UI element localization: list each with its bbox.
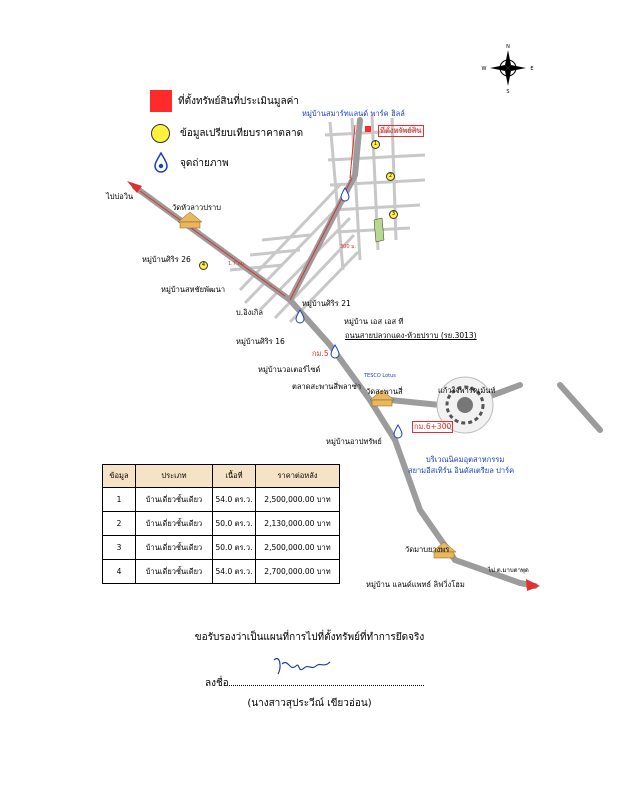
- label-water: หมู่บ้านวอเตอร์ไซด์: [258, 365, 321, 374]
- cell: 54.0 ตร.ว.: [212, 559, 256, 584]
- label-es: หมู่บ้าน เอส เอส ที: [344, 317, 404, 326]
- temple-icons: [177, 211, 457, 559]
- label-road-name: ถนนสายปลวกแดง-ห้วยปราบ (รย.3013): [345, 331, 477, 340]
- label-industrial-2: สยามอีสเทิร์น อินดัสเตรียล ปาร์ค: [408, 466, 515, 475]
- cell: 50.0 ตร.ว.: [212, 511, 256, 536]
- label-sirin-21: หมู่บ้านศิริร 21: [302, 299, 351, 308]
- industrial-estate-logo: [436, 376, 494, 434]
- cell: 2,700,000.00 บาท: [255, 559, 340, 584]
- label-land: หมู่บ้าน แลนด์แพทธ์ ลิฟวิ่งโฮม: [366, 580, 465, 589]
- cell: 4: [102, 559, 136, 584]
- label-dist-17: 1.7 กม.: [228, 261, 246, 267]
- table-row: 2 บ้านเดี่ยวชั้นเดียว 50.0 ตร.ว. 2,130,0…: [102, 511, 340, 536]
- legend-photo-point: จุดถ่ายภาพ: [153, 152, 229, 174]
- comparable-marker-3: 3: [389, 210, 398, 219]
- compass-e: E: [530, 66, 533, 72]
- label-sirin-16: หมู่บ้านศิริร 16: [236, 337, 285, 346]
- cell: 50.0 ตร.ว.: [212, 535, 256, 560]
- table-row: 3 บ้านเดี่ยวชั้นเดียว 50.0 ตร.ว. 2,500,0…: [102, 535, 340, 560]
- cell: 2,500,000.00 บาท: [255, 535, 340, 560]
- col-header: ประเภท: [135, 464, 213, 488]
- signer-name: (นางสาวสุประวีณ์ เขียวอ่อน): [247, 698, 372, 709]
- sign-label: ลงชื่อ: [205, 678, 229, 689]
- col-header: ข้อมูล: [102, 464, 136, 488]
- arrow-to-bowin-icon: [127, 181, 142, 193]
- compass-n: N: [506, 44, 510, 50]
- comparables-table: ข้อมูล ประเภท เนื้อที่ ราคาต่อหลัง 1 บ้า…: [102, 464, 340, 584]
- table-row: 4 บ้านเดี่ยวชั้นเดียว 54.0 ตร.ว. 2,700,0…: [102, 559, 340, 584]
- label-km-6: กม.6+300: [412, 421, 454, 433]
- label-to-maptaphut: ไป ต.มาบตาพุด: [488, 567, 529, 574]
- label-kaew-jai: แก้วใจพาร์คเม้นท์: [438, 386, 496, 395]
- label-km-5: กม.5: [312, 349, 329, 358]
- cell: 2,500,000.00 บาท: [255, 487, 340, 512]
- label-tesco: TESCO Lotus: [364, 373, 396, 379]
- table-header-row: ข้อมูล ประเภท เนื้อที่ ราคาต่อหลัง: [102, 464, 340, 488]
- legend-property-label: ที่ตั้งทรัพย์สินที่ประเมินมูลค่า: [178, 95, 299, 107]
- legend-photo-label: จุดถ่ายภาพ: [180, 157, 229, 169]
- yellow-circle-icon: [151, 124, 170, 143]
- cell: 2,130,000.00 บาท: [255, 511, 340, 536]
- signature-row: ลงชื่อ: [205, 676, 424, 691]
- photo-points: [295, 187, 403, 439]
- col-header: ราคาต่อหลัง: [255, 464, 340, 488]
- handwritten-signature: [273, 658, 331, 675]
- cell: 1: [102, 487, 136, 512]
- label-sahachai: หมู่บ้านสหชัยพัฒนา: [161, 285, 226, 294]
- legend-property: ที่ตั้งทรัพย์สินที่ประเมินมูลค่า: [150, 90, 299, 112]
- label-bo-ngon: บ.อิงเกิล: [236, 308, 264, 317]
- comparable-marker-4: 4: [199, 261, 208, 270]
- comparable-marker-2: 2: [386, 172, 395, 181]
- legend-comparables-label: ข้อมูลเปรียบเทียบราคาตลาด: [180, 128, 304, 139]
- cell: 3: [102, 535, 136, 560]
- label-market: ตลาดสะพานสี่พลาซ่า: [292, 382, 362, 391]
- certification-text: ขอรับรองว่าเป็นแผนที่การไปที่ตั้งทรัพย์ท…: [194, 632, 425, 643]
- road-map: [127, 114, 603, 591]
- label-wat-mabyang: วัดมาบยางพร: [405, 545, 450, 554]
- label-smart-land: หมู่บ้านสมาร์ทแลนด์ พาร์ค ฮิลล์: [302, 109, 405, 118]
- soi-grid: [229, 114, 426, 324]
- col-header: เนื้อที่: [212, 464, 256, 488]
- comparable-marker-1: 1: [371, 140, 380, 149]
- property-pin: [365, 126, 371, 132]
- camera-drop-icon: [154, 152, 168, 173]
- label-ap: หมู่บ้านอาปทรัพย์: [326, 437, 382, 446]
- label-industrial-1: บริเวณนิคมอุตสาหกรรม: [426, 455, 505, 464]
- compass-s: S: [506, 89, 509, 94]
- cell: บ้านเดี่ยวชั้นเดียว: [135, 535, 213, 560]
- label-wat-hua-lao: วัดหัวลาวปราบ: [172, 203, 222, 212]
- compass-icon: N S W E: [482, 44, 534, 94]
- red-square-icon: [150, 90, 172, 112]
- label-wat-saphan-si: วัดสะพานสี่: [366, 387, 403, 396]
- cell: 54.0 ตร.ว.: [212, 487, 256, 512]
- legend-comparables: ข้อมูลเปรียบเทียบราคาตลาด: [151, 124, 303, 143]
- compass-w: W: [482, 66, 487, 72]
- label-to-bowin: ไปบ่อวิน: [106, 192, 134, 201]
- cell: บ้านเดี่ยวชั้นเดียว: [135, 511, 213, 536]
- cell: 2: [102, 511, 136, 536]
- label-property-location: ที่ตั้งทรัพย์สิน: [378, 125, 424, 137]
- label-dist-300: 300 ม.: [340, 244, 357, 250]
- signature-line: [228, 677, 424, 686]
- label-sirin-26: หมู่บ้านศิริร 26: [142, 255, 191, 264]
- cell: บ้านเดี่ยวชั้นเดียว: [135, 487, 213, 512]
- property-marker: [373, 217, 385, 243]
- arrow-to-maptaphut-icon: [526, 579, 540, 591]
- cell: บ้านเดี่ยวชั้นเดียว: [135, 559, 213, 584]
- table-row: 1 บ้านเดี่ยวชั้นเดียว 54.0 ตร.ว. 2,500,0…: [102, 487, 340, 512]
